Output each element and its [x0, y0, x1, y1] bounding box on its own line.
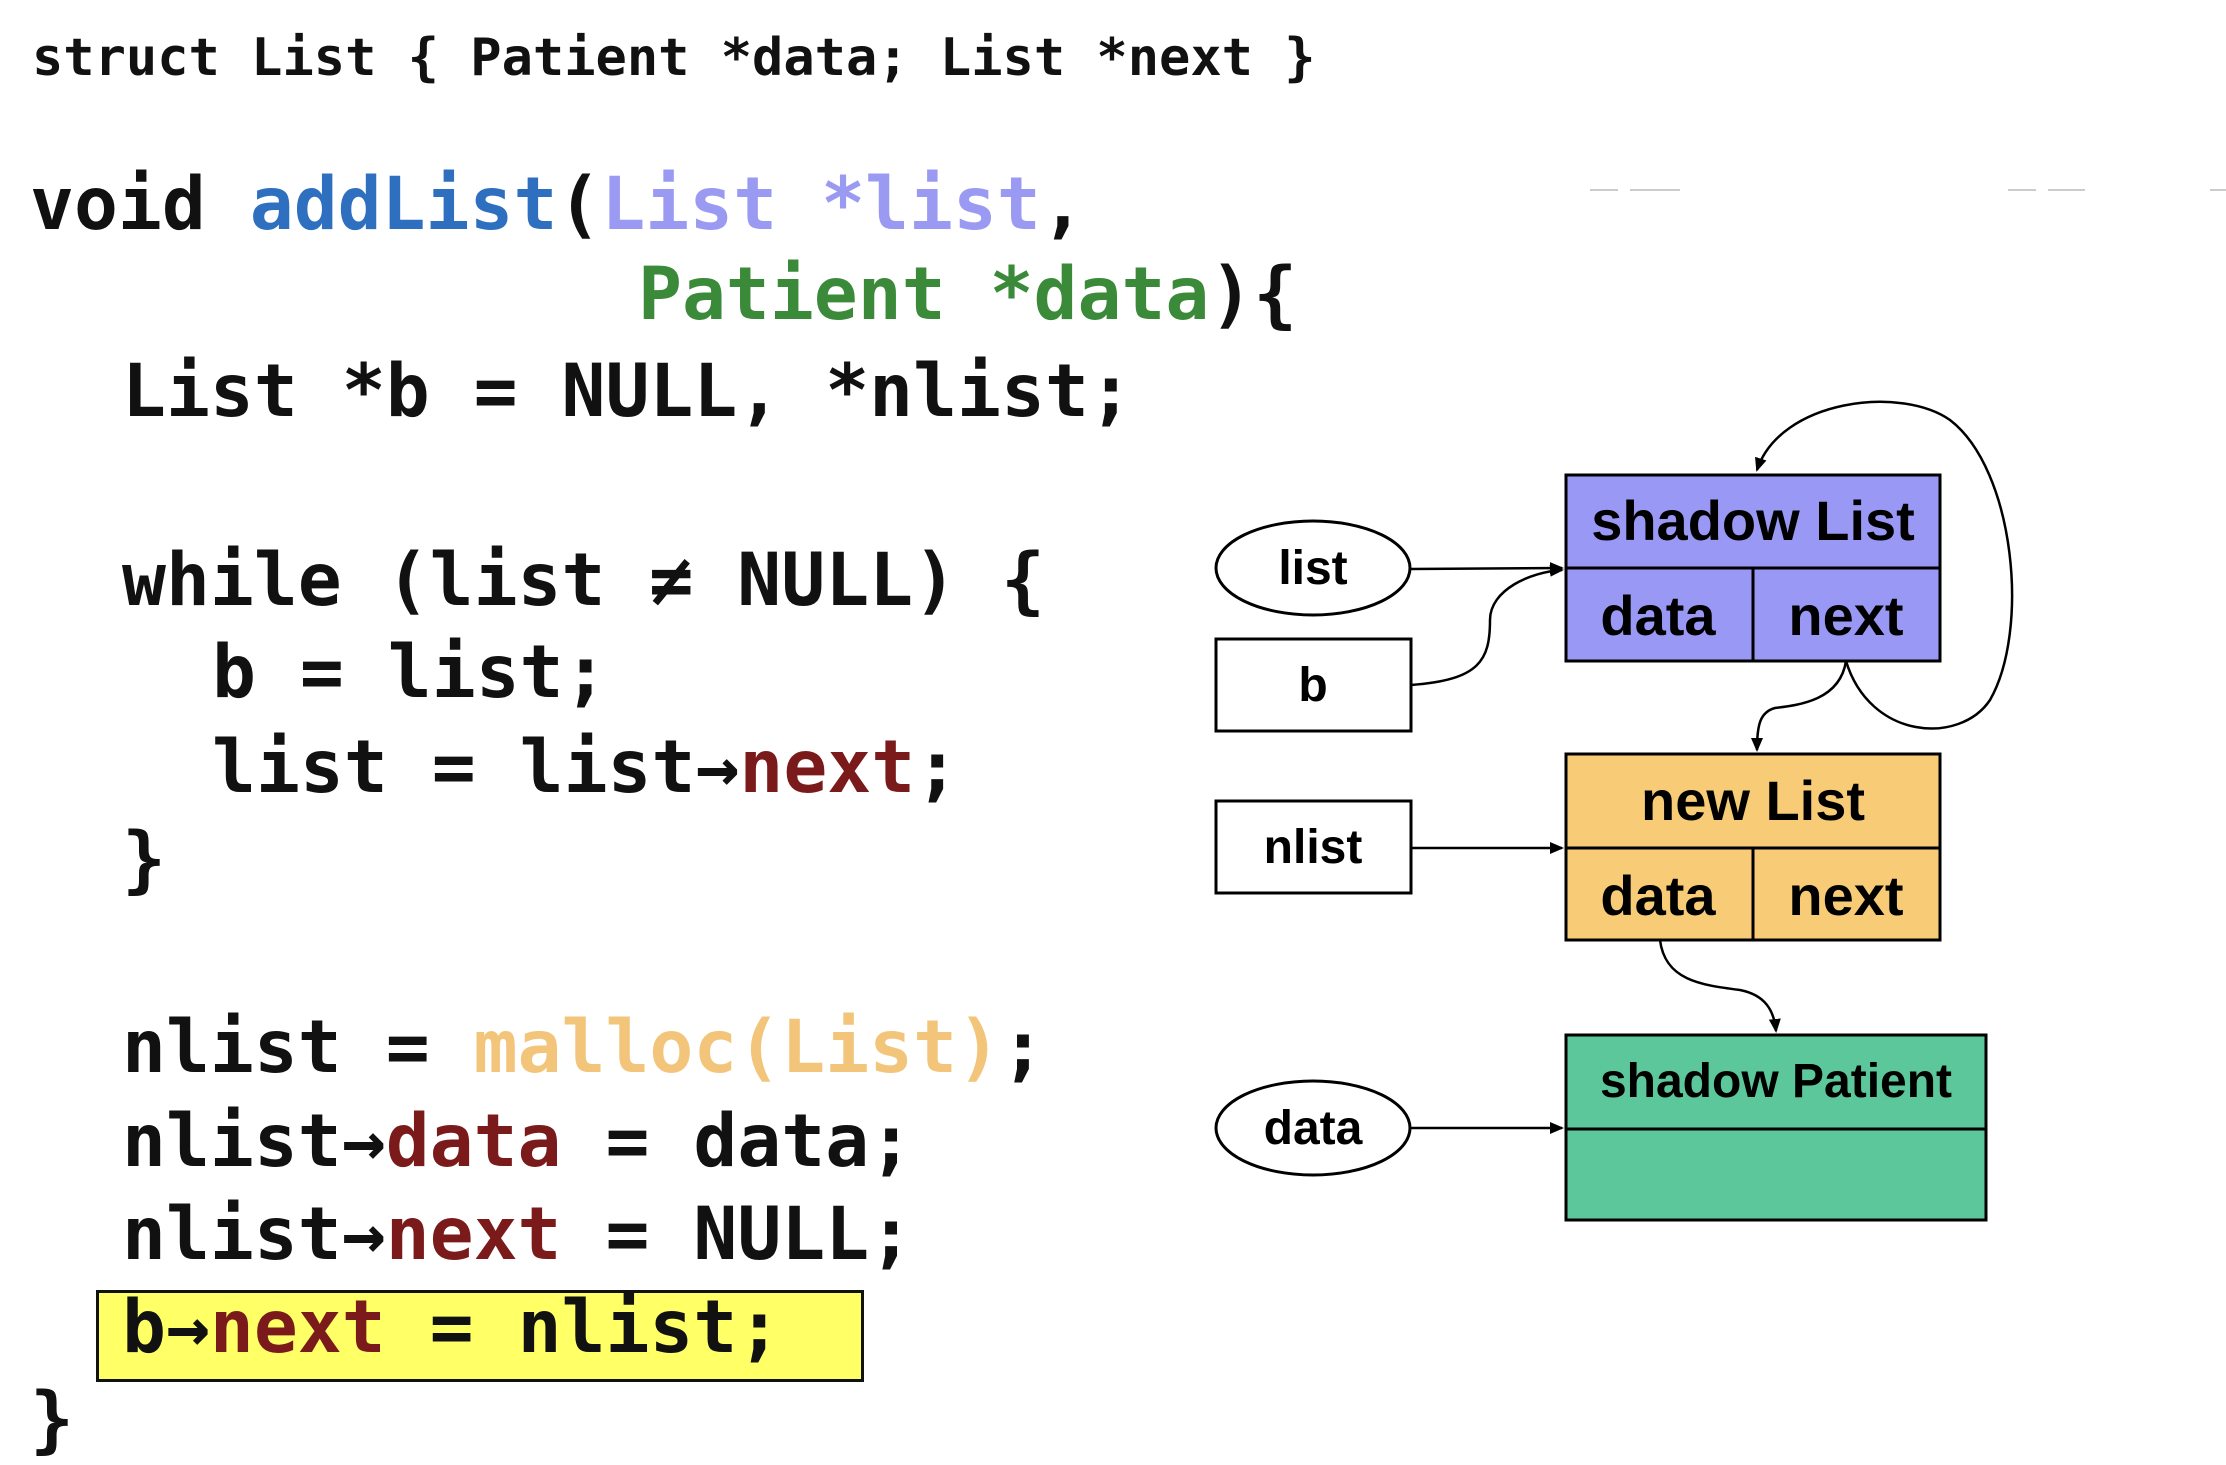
shadow-patient-title: shadow Patient — [1600, 1055, 1952, 1108]
malloc-call: malloc(List) — [473, 1005, 1002, 1090]
code-line-b-assign: b = list; — [212, 630, 608, 715]
code-line-signature-cont: Patient *data){ — [638, 250, 1297, 340]
var-list-node: list — [1214, 519, 1412, 617]
function-name: addList — [249, 162, 558, 247]
code-line-list-advance: list = list→next; — [212, 723, 959, 813]
code-text: list = list→ — [212, 725, 740, 810]
code-line-signature: void addList(List *list, — [30, 160, 1085, 250]
var-nlist-label: nlist — [1264, 821, 1363, 874]
shadow-list-title: shadow List — [1591, 489, 1915, 552]
code-line-fn-close: } — [30, 1377, 74, 1462]
code-line-decl: List *b = NULL, *nlist; — [122, 349, 1133, 434]
code-text: nlist→ — [122, 1099, 386, 1184]
arrow-shadow-next-to-new-list — [1751, 660, 1848, 752]
var-nlist-node: nlist — [1214, 799, 1413, 895]
code-text: = NULL; — [561, 1192, 914, 1277]
new-list-title: new List — [1641, 769, 1865, 832]
arrow-shadow-next-self-loop — [1755, 400, 2014, 730]
new-list-field-data: data — [1600, 864, 1716, 927]
code-text: nlist→ — [122, 1192, 386, 1277]
highlight-box — [96, 1290, 864, 1382]
open-paren: ( — [557, 162, 602, 247]
shadow-list-field-data: data — [1600, 584, 1716, 647]
arrow-new-data-to-shadow-patient — [1658, 939, 1781, 1033]
field-data: data — [385, 1099, 562, 1184]
code-line-while: while (list ≠ NULL) { — [122, 538, 1045, 623]
var-b-label: b — [1298, 659, 1327, 712]
field-next: next — [209, 1285, 386, 1370]
code-line-b-next: b→next = nlist; — [122, 1283, 781, 1373]
shadow-patient-node: shadow Patient — [1564, 1033, 1988, 1222]
shadow-list-field-next: next — [1788, 584, 1903, 647]
param-comma: , — [1040, 162, 1085, 247]
code-text: = data; — [561, 1099, 914, 1184]
code-line-while-close: } — [122, 817, 166, 902]
var-list-label: list — [1278, 542, 1347, 595]
var-data-label: data — [1264, 1102, 1363, 1155]
field-next: next — [739, 725, 916, 810]
struct-declaration: struct List { Patient *data; List *next … — [32, 28, 1316, 88]
signature-end: ){ — [1209, 252, 1298, 337]
code-line-nlist-data: nlist→data = data; — [122, 1097, 913, 1187]
var-data-node: data — [1214, 1079, 1412, 1177]
code-line-malloc: nlist = malloc(List); — [122, 1003, 1045, 1093]
code-text: b→ — [122, 1285, 210, 1370]
code-text: = nlist; — [385, 1285, 782, 1370]
arrow-b-to-shadow-list — [1410, 564, 1564, 687]
code-text: ; — [915, 725, 960, 810]
keyword-void: void — [30, 162, 250, 247]
code-text: ; — [1001, 1005, 1045, 1090]
field-next: next — [385, 1192, 562, 1277]
var-b-node: b — [1214, 637, 1413, 733]
param-data: Patient *data — [638, 252, 1210, 337]
code-text: nlist = — [122, 1005, 474, 1090]
new-list-field-next: next — [1788, 864, 1903, 927]
arrow-list-to-shadow-list — [1409, 562, 1564, 575]
code-line-nlist-next: nlist→next = NULL; — [122, 1190, 913, 1280]
shadow-list-node: shadow List data next — [1564, 473, 1942, 663]
param-list: List *list — [601, 162, 1041, 247]
new-list-node: new List data next — [1564, 752, 1942, 942]
